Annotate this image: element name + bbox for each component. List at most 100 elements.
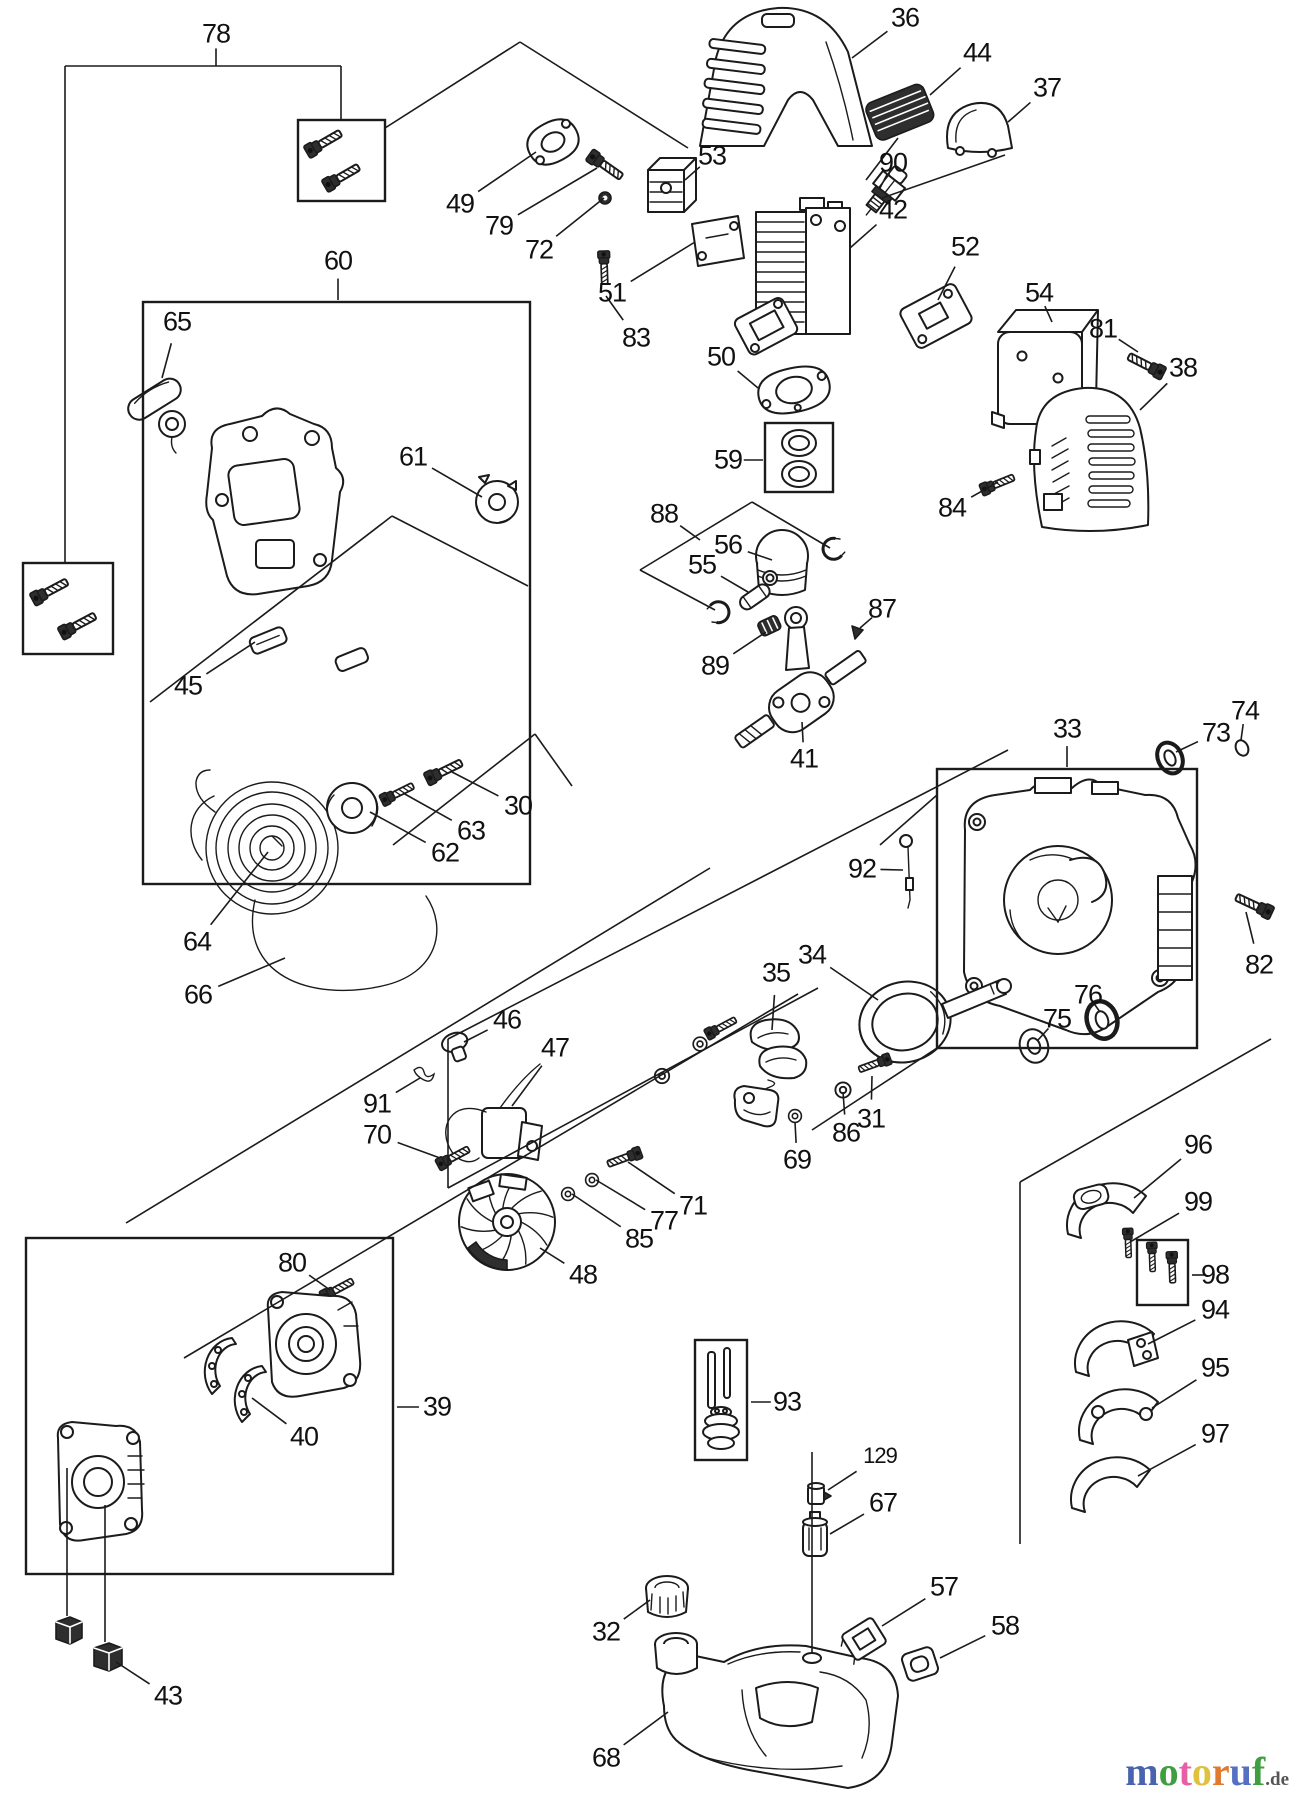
leader-line-90 [879, 173, 888, 189]
leader-line-44 [929, 67, 962, 96]
leader-line-74 [1240, 723, 1244, 741]
construction-line [447, 987, 819, 1189]
part-label-74: 74 [1230, 695, 1260, 726]
part-label-95: 95 [1200, 1352, 1230, 1383]
part-label-84: 84 [937, 492, 967, 523]
watermark-letter: r [1211, 1749, 1230, 1794]
watermark-letter: f [1251, 1749, 1266, 1794]
part-seal-set [781, 429, 817, 488]
part-clutch-hardware [653, 1013, 894, 1128]
leader-line-35 [771, 994, 776, 1031]
part-label-56: 56 [713, 529, 743, 560]
part-pawl-guides [248, 626, 369, 672]
part-nuts-43 [55, 1616, 123, 1672]
part-tank-cushion-57 [840, 1617, 887, 1665]
part-clutch-drum [858, 978, 1012, 1064]
part-spring-91 [413, 1066, 436, 1082]
part-label-98: 98 [1200, 1259, 1230, 1290]
part-starter-grip [127, 377, 186, 454]
construction-line [183, 993, 799, 1359]
part-ratchet [475, 474, 519, 524]
leader-line-58 [939, 1634, 986, 1659]
part-oil-seal-73 [1155, 740, 1185, 776]
leader-line-70 [397, 1141, 441, 1159]
leader-line-77 [595, 1179, 646, 1211]
construction-line [865, 137, 899, 181]
part-label-94: 94 [1200, 1294, 1230, 1325]
construction-line [1019, 1038, 1272, 1183]
group-boxes [21, 118, 1199, 1576]
part-intake-gasket [526, 118, 580, 166]
part-crankshaft [734, 606, 867, 749]
part-label-53: 53 [697, 140, 727, 171]
screw-box-78 [296, 118, 387, 203]
leader-line-76 [1092, 1002, 1101, 1013]
leader-line-80 [308, 1274, 331, 1291]
part-label-70: 70 [362, 1119, 392, 1150]
part-label-91: 91 [362, 1088, 392, 1119]
part-label-62: 62 [430, 837, 460, 868]
leader-line-55 [720, 575, 749, 593]
leader-line-32 [623, 1599, 651, 1620]
part-label-48: 48 [568, 1259, 598, 1290]
label-leader-lines [115, 30, 1255, 1746]
part-label-96: 96 [1183, 1129, 1213, 1160]
part-label-88: 88 [649, 498, 679, 529]
leader-line-40 [251, 1397, 287, 1425]
leader-line-72 [555, 197, 605, 237]
construction-line [879, 794, 938, 846]
watermark-letter: m [1125, 1749, 1159, 1794]
part-grommet-58 [901, 1646, 939, 1682]
part-label-68: 68 [591, 1742, 621, 1773]
part-label-45: 45 [173, 670, 203, 701]
leader-line-69 [794, 1121, 797, 1143]
leader-line-66 [217, 957, 286, 988]
part-label-65: 65 [162, 306, 192, 337]
part-muffler-cover [1029, 386, 1150, 533]
part-label-35: 35 [761, 957, 791, 988]
leader-line-83 [605, 295, 624, 321]
leader-line-48 [539, 1247, 565, 1264]
part-piston [755, 529, 809, 596]
leader-line-99 [1129, 1212, 1180, 1243]
part-label-66: 66 [183, 979, 213, 1010]
part-label-71: 71 [678, 1190, 708, 1221]
leader-line-81 [1118, 338, 1139, 353]
part-starter-housing [205, 407, 345, 596]
leader-line-96 [1133, 1158, 1182, 1199]
part-label-52: 52 [950, 231, 980, 262]
leader-line-46 [463, 1029, 489, 1043]
leader-line-87 [859, 616, 873, 629]
leader-line-61 [431, 467, 483, 498]
seal-box-59 [763, 421, 835, 494]
part-label-37: 37 [1032, 72, 1062, 103]
part-tube-grommet-set [702, 1347, 740, 1450]
part-label-81: 81 [1088, 313, 1118, 344]
part-woodruff-key [851, 625, 864, 640]
leader-line-42 [849, 223, 878, 249]
part-label-39: 39 [422, 1391, 452, 1422]
part-crankcase [963, 777, 1197, 1036]
part-label-49: 49 [445, 188, 475, 219]
leader-line-62 [369, 811, 427, 844]
part-label-90: 90 [878, 147, 908, 178]
leader-line-95 [1151, 1379, 1197, 1409]
part-starter-rope [190, 795, 438, 992]
part-fuel-filter [802, 1511, 828, 1557]
leader-line-56 [747, 550, 773, 561]
leader-line-64 [209, 851, 269, 926]
part-label-85: 85 [624, 1223, 654, 1254]
part-label-69: 69 [782, 1144, 812, 1175]
part-label-77: 77 [649, 1205, 679, 1236]
part-label-75: 75 [1042, 1003, 1072, 1034]
leader-line-57 [881, 1598, 926, 1627]
part-ignition-coil [647, 157, 697, 213]
part-label-55: 55 [687, 549, 717, 580]
part-label-31: 31 [856, 1103, 886, 1134]
construction-line [639, 569, 716, 611]
part-label-46: 46 [492, 1004, 522, 1035]
part-fuel-tank [654, 1632, 899, 1789]
leader-line-91 [395, 1077, 421, 1094]
part-needle-bearing [757, 615, 782, 637]
